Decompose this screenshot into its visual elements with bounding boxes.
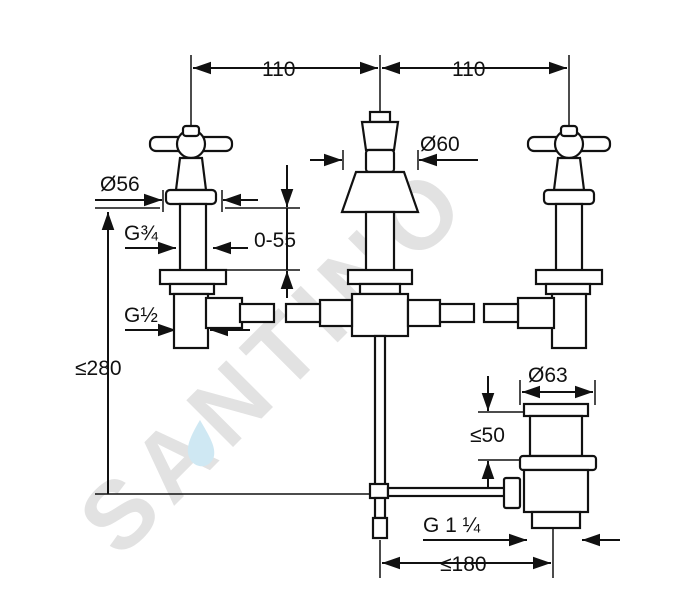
pop-up-waste <box>368 334 598 540</box>
label-thread-lower: G½ <box>124 304 158 327</box>
label-waste-thread: G 1 ¼ <box>423 514 481 537</box>
watermark-text: SANTINO <box>59 144 490 575</box>
label-spacing-left: 110 <box>262 58 295 81</box>
label-spacing-right: 110 <box>452 58 485 81</box>
label-spout-diameter: Ø60 <box>420 133 460 156</box>
dimension-lines <box>95 55 620 578</box>
label-max-depth: ≤180 <box>440 553 487 576</box>
label-deck-thickness: 0-55 <box>254 229 296 252</box>
water-drop-icon <box>187 420 215 467</box>
left-valve <box>148 124 276 350</box>
dimension-labels: 110 110 Ø56 Ø60 G¾ 0-55 G½ ≤280 Ø63 ≤50 … <box>75 58 568 576</box>
label-thread-upper: G¾ <box>124 222 158 245</box>
label-waste-diameter: Ø63 <box>528 364 568 387</box>
center-spout <box>284 110 476 338</box>
label-handle-diameter: Ø56 <box>100 173 140 196</box>
label-waste-height: ≤50 <box>470 424 505 447</box>
watermark: SANTINO <box>59 144 490 575</box>
label-max-height: ≤280 <box>75 357 122 380</box>
right-valve <box>482 124 612 350</box>
